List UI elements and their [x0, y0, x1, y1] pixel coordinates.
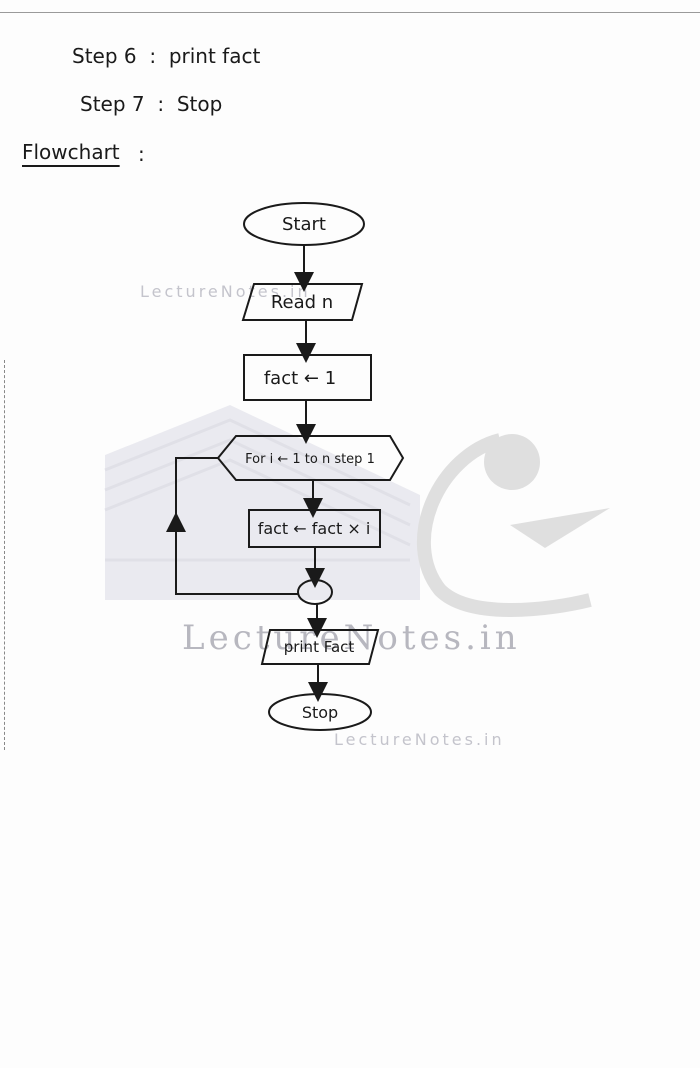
watermark-text-1: LectureNotes.in — [140, 282, 311, 301]
step-7-text: Stop — [176, 92, 223, 116]
step-7-sep: : — [157, 92, 165, 116]
watermark-text-3: LectureNotes.in — [334, 730, 505, 749]
step-6-sep: : — [149, 44, 157, 68]
loop-label: For i ← 1 to n step 1 — [245, 452, 375, 467]
stop-label: Stop — [302, 703, 338, 722]
read-label: Read n — [271, 292, 333, 313]
watermark-text-2: LectureNotes.in — [182, 618, 521, 658]
step-6-line: Step 6 : print fact — [72, 44, 260, 68]
print-output-box — [260, 629, 380, 665]
init-label: fact ← 1 — [264, 368, 336, 389]
start-label: Start — [282, 214, 326, 235]
page-top-rule — [0, 12, 700, 13]
loop-connector — [297, 579, 333, 605]
print-label: print Fact — [284, 638, 355, 656]
read-input-box — [241, 283, 364, 321]
step-6-text: print fact — [168, 44, 261, 68]
step-6-label: Step 6 — [72, 44, 137, 68]
body-label: fact ← fact × i — [258, 519, 371, 538]
step-7-label: Step 7 — [80, 92, 145, 116]
flowchart-heading-colon: : — [138, 142, 145, 166]
flowchart-heading: Flowchart — [22, 140, 120, 164]
step-7-line: Step 7 : Stop — [80, 92, 222, 116]
page-margin-line — [4, 360, 6, 750]
